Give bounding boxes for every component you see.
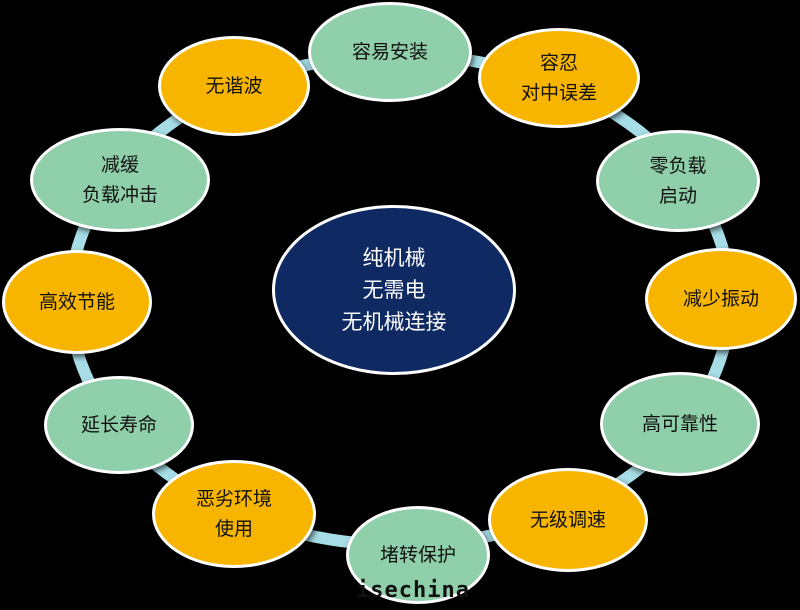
node-harsh-environment: 恶劣环境 使用 — [152, 460, 316, 568]
watermark-text: isechina — [356, 578, 470, 603]
node-energy-efficient: 高效节能 — [2, 250, 152, 354]
node-reduce-vibration: 减少振动 — [645, 248, 797, 350]
node-label: 减缓 负载冲击 — [81, 154, 158, 206]
node-high-reliability: 高可靠性 — [600, 372, 760, 476]
node-label: 容易安装 — [351, 41, 428, 63]
node-label: 无谐波 — [205, 75, 263, 97]
node-label: 无级调速 — [529, 509, 606, 531]
node-extend-life: 延长寿命 — [44, 376, 194, 474]
node-label: 高效节能 — [38, 291, 115, 313]
node-stepless-speed: 无级调速 — [488, 468, 648, 572]
center-label: 纯机械 无需电 无机械连接 — [341, 246, 447, 334]
node-load-impact-relief: 减缓 负载冲击 — [30, 128, 210, 232]
node-zero-load-start: 零负载 启动 — [596, 130, 760, 232]
node-label: 恶劣环境 使用 — [195, 488, 272, 540]
node-misalignment-tolerance: 容忍 对中误差 — [478, 28, 640, 128]
node-label: 减少振动 — [682, 288, 759, 310]
node-stall-protection: 堵转保护 — [346, 506, 490, 604]
node-no-harmonics: 无谐波 — [158, 36, 310, 136]
node-label: 堵转保护 — [379, 544, 456, 566]
node-easy-install: 容易安装 — [308, 2, 472, 102]
node-label: 高可靠性 — [641, 413, 718, 435]
node-label: 容忍 对中误差 — [520, 52, 597, 104]
node-label: 延长寿命 — [80, 414, 157, 436]
center-node: 纯机械 无需电 无机械连接 — [272, 205, 516, 375]
node-label: 零负载 启动 — [649, 155, 707, 207]
